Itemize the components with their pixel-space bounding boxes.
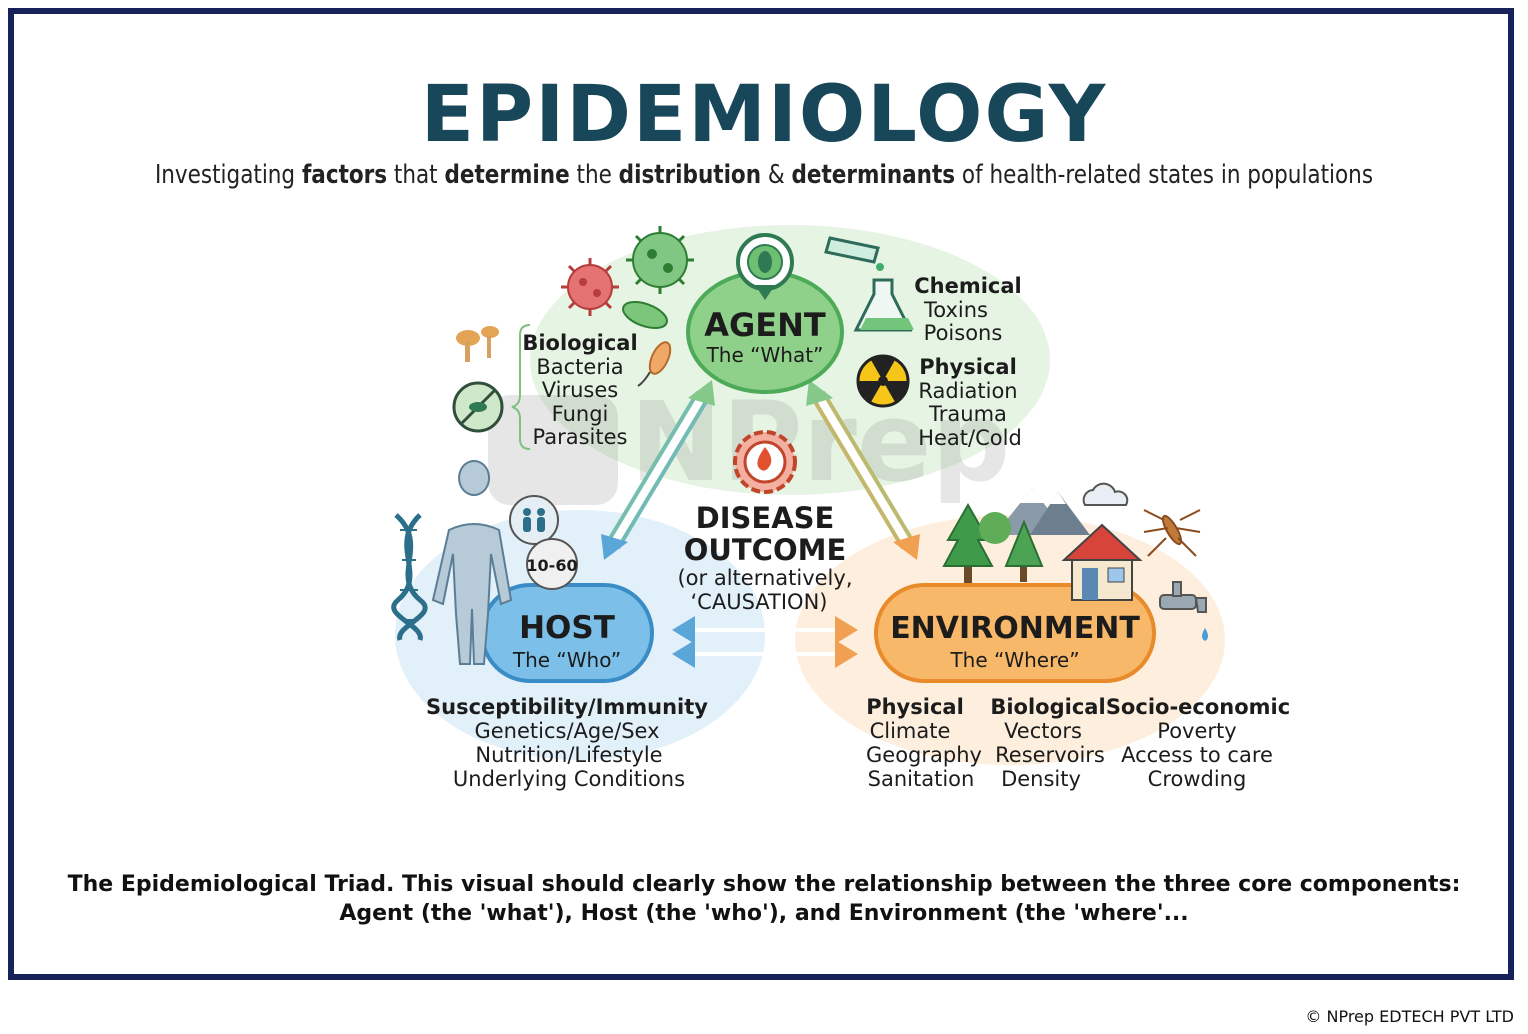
svg-text:Toxins: Toxins xyxy=(923,298,988,322)
house-icon xyxy=(1061,523,1143,601)
svg-text:Vectors: Vectors xyxy=(1004,719,1082,743)
biological-bracket xyxy=(511,324,531,450)
svg-text:10-60: 10-60 xyxy=(526,556,577,575)
svg-text:‘CAUSATION): ‘CAUSATION) xyxy=(691,590,828,614)
fungi-icon xyxy=(456,326,499,362)
cloud-icon xyxy=(1082,482,1129,506)
svg-text:Climate: Climate xyxy=(870,719,951,743)
environment-biological-list: Biological Vectors Reservoirs Density xyxy=(990,695,1105,791)
svg-text:Biological: Biological xyxy=(990,695,1105,719)
no-parasite-icon xyxy=(452,381,504,433)
trees-icon xyxy=(942,502,1044,583)
environment-title: ENVIRONMENT xyxy=(890,611,1140,646)
subtitle-segment: the xyxy=(569,160,619,190)
svg-text:Underlying Conditions: Underlying Conditions xyxy=(453,767,685,791)
bacteria-icon xyxy=(622,301,672,387)
svg-text:Poverty: Poverty xyxy=(1157,719,1236,743)
environment-physical-list: Physical Climate Geography Sanitation xyxy=(866,695,982,791)
agent-title: AGENT xyxy=(704,306,826,344)
radiation-icon xyxy=(856,354,910,408)
svg-text:Nutrition/Lifestyle: Nutrition/Lifestyle xyxy=(475,743,662,767)
svg-text:Reservoirs: Reservoirs xyxy=(995,743,1105,767)
svg-text:Access to care: Access to care xyxy=(1121,743,1273,767)
svg-text:(or alternatively,: (or alternatively, xyxy=(677,566,852,590)
host-title: HOST xyxy=(519,610,615,646)
svg-text:Susceptibility/Immunity: Susceptibility/Immunity xyxy=(426,695,708,719)
svg-text:Biological: Biological xyxy=(522,331,637,355)
agent-host-arrow xyxy=(601,380,715,560)
dna-icon xyxy=(391,513,428,641)
age-badge: 10-60 xyxy=(526,538,578,590)
svg-text:Sanitation: Sanitation xyxy=(868,767,975,791)
page-subtitle: Investigating factors that determine the… xyxy=(61,160,1467,190)
svg-text:Parasites: Parasites xyxy=(533,425,628,449)
subtitle-segment: determine xyxy=(444,160,570,190)
svg-text:Genetics/Age/Sex: Genetics/Age/Sex xyxy=(474,719,659,743)
subtitle-segment: & xyxy=(761,160,792,190)
subtitle-segment: distribution xyxy=(618,160,762,190)
svg-text:Chemical: Chemical xyxy=(914,274,1022,298)
agent-biological-list: Biological Bacteria Viruses Fungi Parasi… xyxy=(522,331,637,449)
svg-text:Geography: Geography xyxy=(866,743,982,767)
couple-icon xyxy=(509,495,559,545)
svg-text:Fungi: Fungi xyxy=(552,402,609,426)
environment-subtitle: The “Where” xyxy=(949,648,1079,672)
copyright-notice: © NPrep EDTECH PVT LTD xyxy=(1305,1007,1514,1026)
svg-text:OUTCOME: OUTCOME xyxy=(684,533,847,567)
chemical-flask-icon xyxy=(824,236,914,332)
microbe-pin-icon xyxy=(736,233,794,300)
agent-subtitle: The “What” xyxy=(706,343,824,367)
svg-text:Heat/Cold: Heat/Cold xyxy=(918,426,1022,450)
svg-text:Trauma: Trauma xyxy=(928,402,1007,426)
host-factors-list: Susceptibility/Immunity Genetics/Age/Sex… xyxy=(426,695,708,791)
svg-text:Physical: Physical xyxy=(919,355,1017,379)
figure-caption: The Epidemiological Triad. This visual s… xyxy=(67,872,1461,926)
svg-text:Viruses: Viruses xyxy=(542,378,618,402)
svg-text:Poisons: Poisons xyxy=(924,321,1003,345)
subtitle-segment: of health-related states in populations xyxy=(955,160,1374,190)
subtitle-segment: that xyxy=(387,160,445,190)
virus-green-icon xyxy=(626,226,694,294)
environment-node xyxy=(874,583,1156,683)
subtitle-segment: Investigating xyxy=(154,160,302,190)
agent-physical-list: Physical Radiation Trauma Heat/Cold xyxy=(918,355,1022,450)
mountains-icon xyxy=(995,488,1090,535)
disease-outcome-label: DISEASE OUTCOME (or alternatively, ‘CAUS… xyxy=(677,501,852,614)
svg-text:Physical: Physical xyxy=(866,695,964,719)
subtitle-segment: factors xyxy=(301,160,388,190)
host-subtitle: The “Who” xyxy=(512,648,621,672)
agent-chemical-list: Chemical Toxins Poisons xyxy=(914,274,1022,345)
svg-text:Socio-economic: Socio-economic xyxy=(1106,695,1290,719)
host-environment-arrow xyxy=(672,616,858,668)
human-body-icon xyxy=(431,460,513,665)
svg-text:Radiation: Radiation xyxy=(918,379,1017,403)
environment-socioeconomic-list: Socio-economic Poverty Access to care Cr… xyxy=(1106,695,1290,791)
svg-text:Bacteria: Bacteria xyxy=(536,355,623,379)
page-title: EPIDEMIOLOGY xyxy=(420,70,1108,160)
svg-text:Density: Density xyxy=(1001,767,1081,791)
virus-red-icon xyxy=(561,258,619,316)
subtitle-segment: determinants xyxy=(791,160,956,190)
svg-text:DISEASE: DISEASE xyxy=(696,501,835,535)
mosquito-icon xyxy=(1143,509,1201,557)
agent-environment-arrow xyxy=(806,380,920,560)
svg-text:Crowding: Crowding xyxy=(1148,767,1247,791)
fire-gear-icon xyxy=(733,430,797,494)
water-tap-icon xyxy=(1159,581,1208,641)
